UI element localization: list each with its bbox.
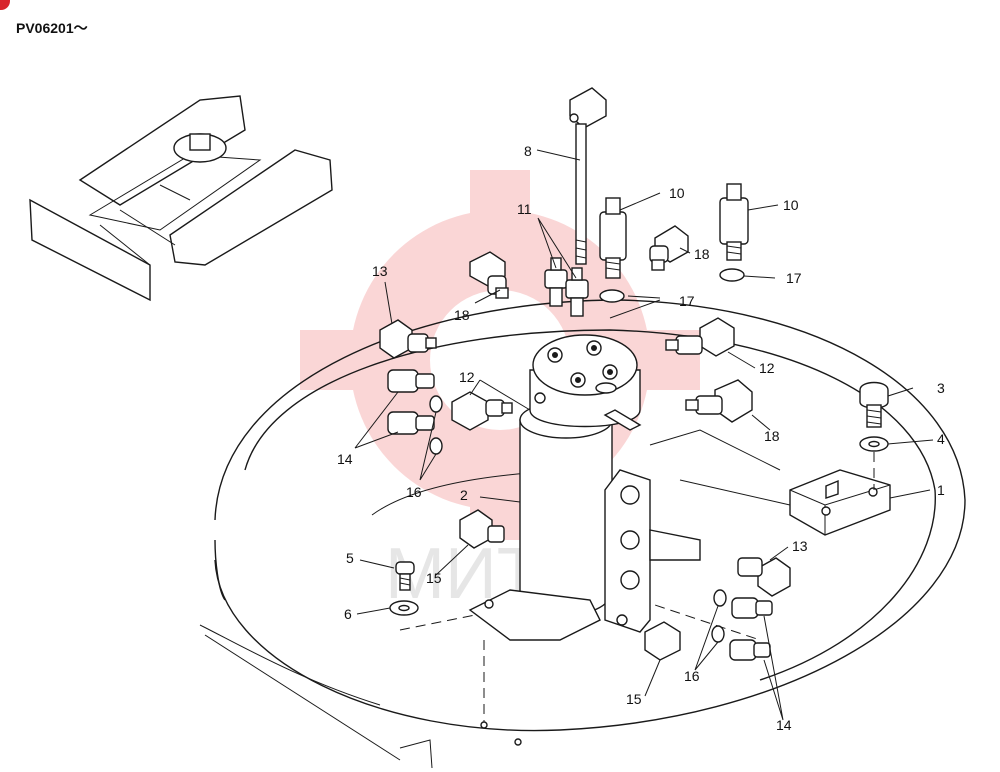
o-ring-17b — [719, 268, 745, 282]
callout-16b: 16 — [684, 668, 700, 684]
washer-6 — [389, 600, 419, 616]
leader-lines — [354, 149, 934, 721]
callout-18c: 18 — [764, 428, 780, 444]
callout-3: 3 — [937, 380, 945, 396]
fitting-11b — [565, 267, 589, 317]
callout-15b: 15 — [626, 691, 642, 707]
bolt-5 — [395, 561, 415, 591]
callout-12b: 12 — [759, 360, 775, 376]
fitting-8 — [569, 87, 607, 265]
connector-14c — [731, 597, 773, 619]
callout-15a: 15 — [426, 570, 442, 586]
stopper-plate — [649, 429, 891, 536]
callout-10b: 10 — [783, 197, 799, 213]
callout-18a: 18 — [454, 307, 470, 323]
callout-14a: 14 — [337, 451, 353, 467]
elbow-18c — [685, 379, 753, 423]
callout-14b: 14 — [776, 717, 792, 733]
callout-1: 1 — [937, 482, 945, 498]
callout-5: 5 — [346, 550, 354, 566]
callout-10a: 10 — [669, 185, 685, 201]
fitting-11a — [544, 257, 568, 307]
bolt-3 — [859, 381, 889, 428]
callout-13b: 13 — [792, 538, 808, 554]
callout-6: 6 — [344, 606, 352, 622]
callout-12a: 12 — [459, 369, 475, 385]
o-ring-17c — [595, 382, 617, 394]
serial-range-label: PV06201〜 — [16, 20, 88, 36]
callout-8: 8 — [524, 143, 532, 159]
adapter-10a — [599, 197, 627, 279]
callout-11: 11 — [517, 201, 532, 217]
callout-17b: 17 — [786, 270, 802, 286]
callout-labels: 1 2 3 4 5 6 8 10 10 11 12 12 13 13 14 14… — [337, 143, 945, 733]
elbow-12a — [451, 391, 513, 431]
elbow-15a — [459, 509, 505, 549]
elbow-18a — [469, 251, 509, 299]
connector-14d — [729, 639, 771, 661]
callout-2: 2 — [460, 487, 468, 503]
adapter-10b — [719, 183, 749, 261]
callout-18b: 18 — [694, 246, 710, 262]
callout-13a: 13 — [372, 263, 388, 279]
swivel-joint-body — [468, 334, 701, 641]
o-ring-17a — [599, 289, 625, 303]
connector-14b — [387, 411, 435, 435]
connector-14a — [387, 369, 435, 393]
elbow-15b — [644, 621, 681, 661]
elbow-12b — [665, 317, 735, 357]
machine-thumbnail — [29, 95, 333, 302]
corner-badge — [0, 0, 10, 10]
fitting-13a — [379, 319, 437, 359]
fitting-13b — [737, 557, 791, 597]
callout-17a: 17 — [679, 293, 695, 309]
callout-4: 4 — [937, 431, 945, 447]
callout-16a: 16 — [406, 484, 422, 500]
elbow-18b — [649, 225, 689, 271]
